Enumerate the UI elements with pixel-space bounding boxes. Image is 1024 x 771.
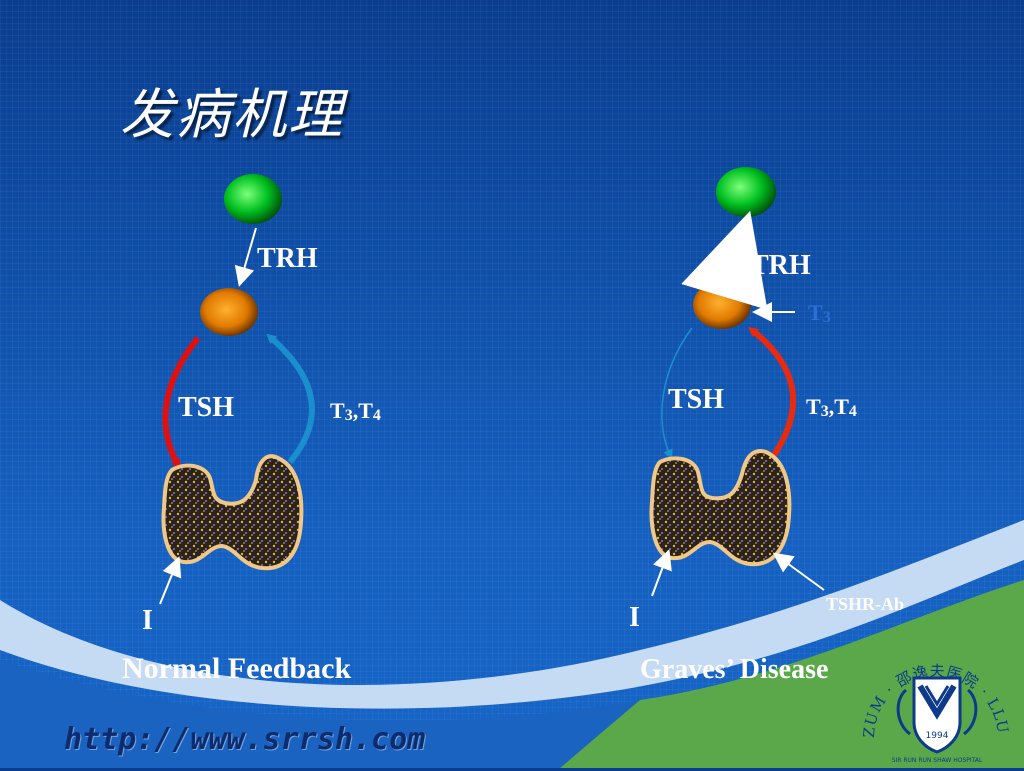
trh-label-left: TRH — [257, 243, 318, 274]
trh-arrow-right — [681, 210, 768, 310]
thyroid-right — [649, 449, 792, 567]
caption-graves-disease: Graves’ Disease — [640, 654, 829, 685]
footer-url: http://www.srrsh.com — [64, 722, 426, 757]
t3-inhibit-label: T3 — [808, 300, 831, 326]
tsh-arrow-right — [661, 327, 693, 460]
slide-title: 发病机理 — [120, 83, 344, 146]
bottom-swoosh-teal — [0, 660, 640, 768]
t3-t4-label-right: T3,T4 — [806, 394, 857, 420]
tshr-ab-label: TSHR-Ab — [826, 594, 905, 614]
hypothalamus-left — [224, 174, 282, 224]
tshr-ab-arrow — [772, 552, 825, 591]
iodine-label-right: I — [629, 602, 640, 633]
pituitary-right — [693, 281, 751, 329]
hypothalamus-right — [716, 167, 776, 217]
iodine-arrow-left — [159, 556, 182, 605]
trh-label-right: TRH — [750, 250, 811, 281]
tsh-arrow-left — [162, 336, 201, 470]
pituitary-left — [200, 288, 258, 336]
tsh-label-right: TSH — [668, 384, 725, 415]
feedback-arrow-right — [748, 326, 796, 457]
feedback-arrow-left — [266, 333, 315, 464]
caption-normal-feedback: Normal Feedback — [122, 652, 352, 685]
logo-year: 1994 — [926, 731, 949, 741]
t3-t4-label-left: T3,T4 — [330, 398, 381, 424]
hospital-logo: ZUM · 邵逸夫医院 · LLU 1994 SIR RUN RUN SHAW … — [856, 630, 1016, 771]
iodine-arrow-right — [651, 549, 672, 597]
trh-arrow-left — [234, 227, 257, 287]
logo-bottom-text: SIR RUN RUN SHAW HOSPITAL — [892, 757, 983, 764]
iodine-label-left: I — [142, 605, 153, 636]
thyroid-left — [161, 454, 304, 571]
bottom-swoosh-green — [560, 580, 1024, 768]
tsh-label-left: TSH — [178, 392, 235, 423]
bottom-swoosh-white — [0, 520, 1024, 709]
